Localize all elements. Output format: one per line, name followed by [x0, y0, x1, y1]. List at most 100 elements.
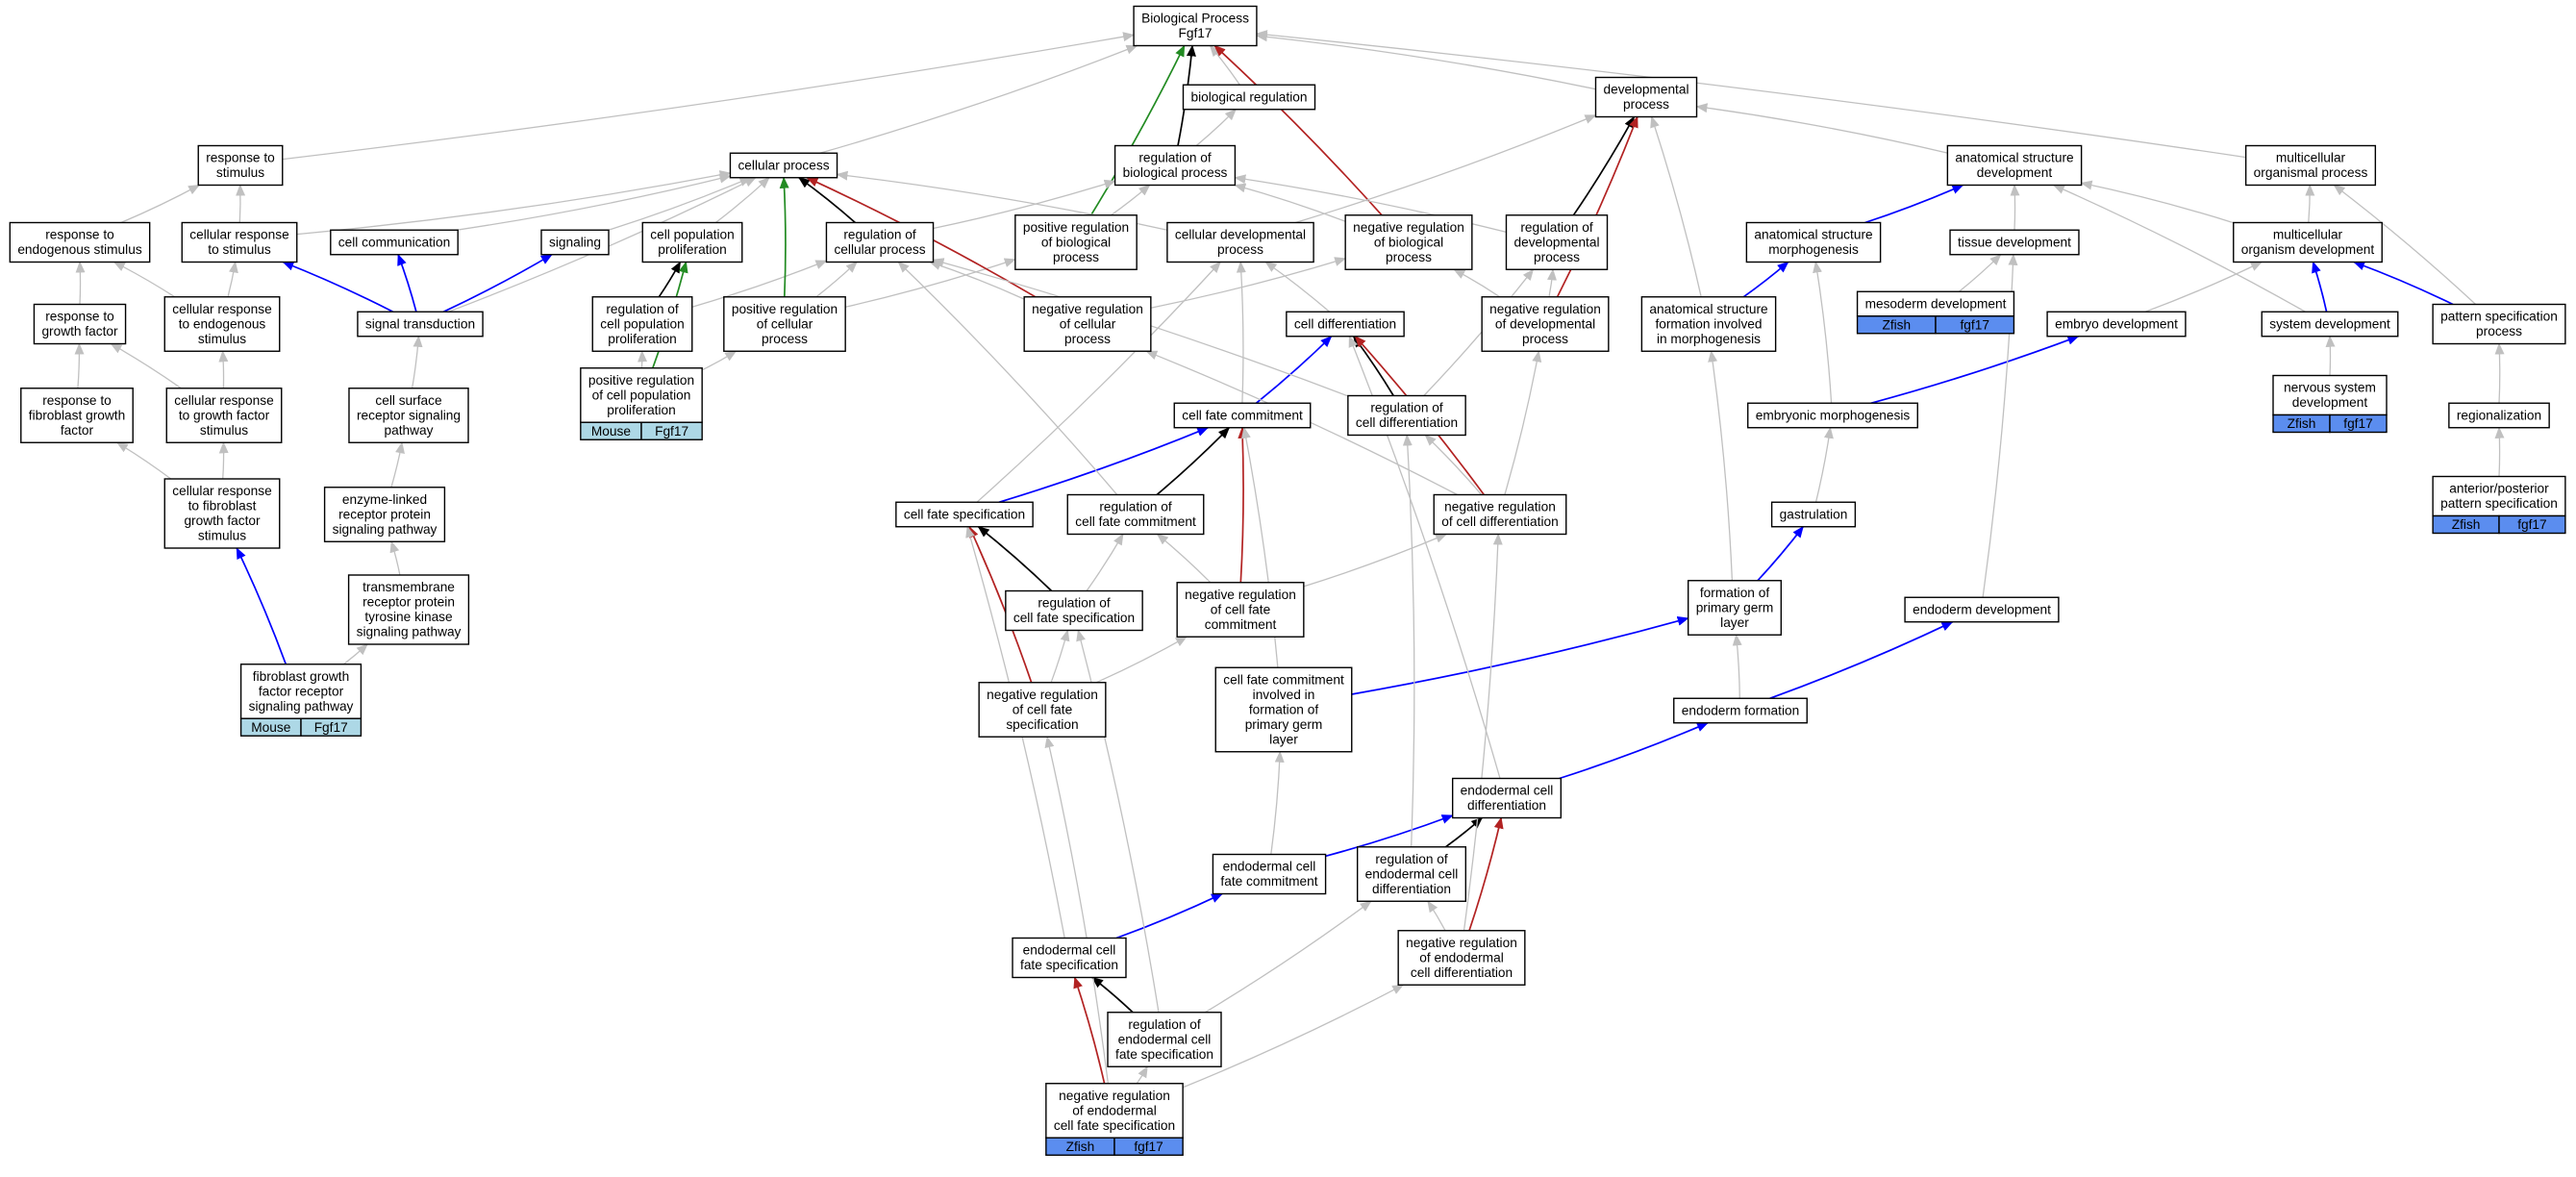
node-box — [1014, 214, 1138, 270]
node-box — [1946, 144, 2083, 187]
go-term-node-cd[interactable]: cell differentiation — [1286, 311, 1405, 338]
node-label-line: fate commitment — [1220, 874, 1317, 889]
go-term-node-sd[interactable]: system development — [2261, 311, 2399, 338]
node-label-line: process — [1522, 332, 1568, 346]
node-box — [1347, 394, 1466, 437]
node-box — [978, 682, 1107, 738]
go-term-node-cc[interactable]: cell communication — [330, 229, 459, 256]
go-term-node-cfc[interactable]: cell fate commitment — [1173, 402, 1312, 429]
node-label-line: negative regulation — [987, 688, 1098, 702]
go-term-node-endd[interactable]: endoderm development — [1904, 596, 2060, 623]
node-label-line: morphogenesis — [1768, 242, 1859, 257]
edge-part-of — [2312, 261, 2328, 313]
go-term-node-gast[interactable]: gastrulation — [1770, 501, 1857, 528]
go-term-node-em[interactable]: embryonic morphogenesis — [1747, 402, 1918, 429]
edge-is-a — [1814, 426, 1834, 503]
go-term-node-cfs[interactable]: cell fate specification — [895, 501, 1034, 528]
node-label-line: development — [2292, 395, 2368, 410]
node-label-line: cell fate commitment — [1223, 672, 1344, 687]
edge-part-of — [442, 254, 553, 313]
edge-regulates — [1572, 115, 1636, 216]
node-box — [9, 221, 151, 263]
go-term-node-cp[interactable]: cellular process — [729, 152, 838, 179]
node-label-line: to fibroblast — [188, 499, 257, 513]
node-label-line: cellular response — [172, 302, 271, 316]
node-box — [591, 296, 693, 352]
edge-is-a — [2010, 184, 2020, 231]
go-term-node-sig[interactable]: signaling — [540, 229, 610, 256]
node-label-line: anatomical structure — [1955, 151, 2073, 165]
node-label-line: regulation of — [1038, 596, 1111, 611]
node-label-line: process — [1217, 242, 1263, 257]
node-label-line: signaling — [549, 235, 601, 249]
go-term-node-reg[interactable]: regionalization — [2448, 402, 2550, 429]
node-label-line: cell differentiation — [1411, 965, 1513, 980]
edge-is-a — [1204, 900, 1372, 1014]
edge-is-a — [1708, 350, 1734, 581]
edge-is-a — [2144, 261, 2263, 313]
edge-is-a — [236, 184, 246, 223]
go-term-node-ed[interactable]: embryo development — [2046, 311, 2187, 338]
node-label-line: cellular process — [738, 158, 829, 172]
node-label-line: cell differentiation — [1294, 316, 1396, 331]
go-term-node-st[interactable]: signal transduction — [357, 311, 484, 338]
edge-is-a — [1423, 268, 1535, 396]
go-term-node-breg[interactable]: biological regulation — [1182, 84, 1316, 111]
go-term-node-td[interactable]: tissue development — [1949, 229, 2080, 256]
go-term-node-endf[interactable]: endoderm formation — [1673, 697, 1808, 724]
